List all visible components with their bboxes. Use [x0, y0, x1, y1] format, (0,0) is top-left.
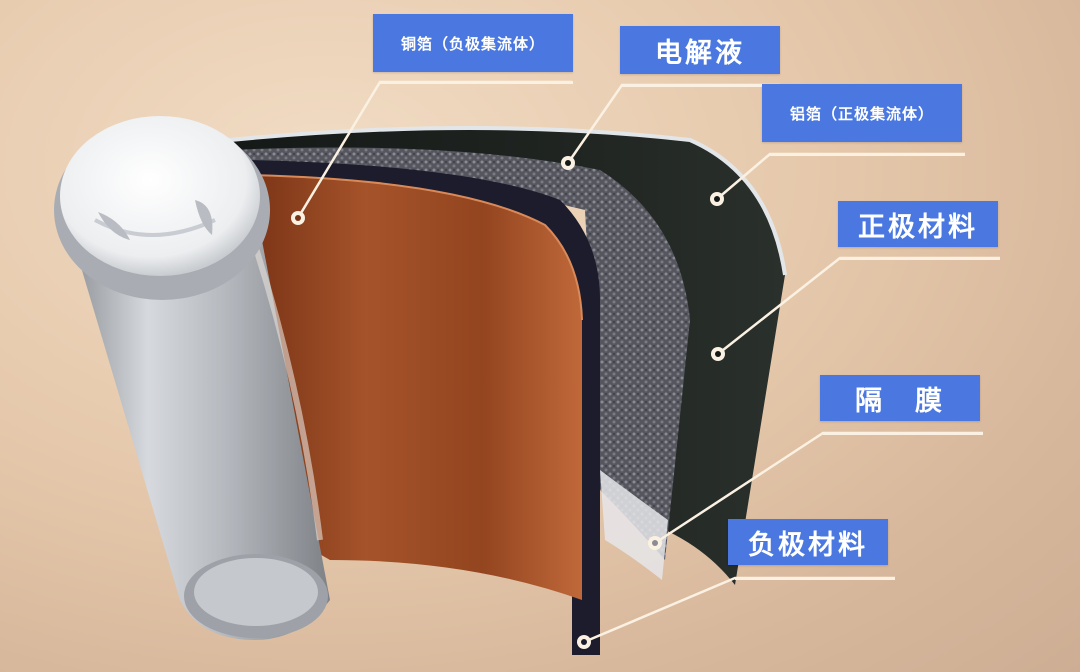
marker-separator — [648, 536, 662, 550]
marker-dots — [291, 156, 725, 649]
marker-cathode-material — [711, 347, 725, 361]
underline-electrolyte — [622, 84, 780, 87]
marker-copper-foil — [291, 211, 305, 225]
underline-aluminum-foil — [770, 153, 965, 156]
battery-can — [70, 229, 330, 640]
leader-anode-material — [583, 576, 895, 644]
copper-foil-sheet — [249, 174, 583, 600]
label-aluminum-foil: 铝箔（正极集流体） — [762, 84, 962, 142]
label-copper-foil: 铜箔（负极集流体） — [373, 14, 573, 72]
battery-cap — [54, 116, 270, 300]
marker-electrolyte — [561, 156, 575, 170]
label-electrolyte: 电解液 — [620, 26, 780, 74]
underline-copper-foil — [380, 81, 573, 84]
label-separator: 隔 膜 — [820, 375, 980, 421]
label-cathode-material: 正极材料 — [838, 201, 998, 247]
anode-strip — [250, 160, 600, 655]
underline-anode-material — [735, 577, 895, 580]
marker-anode-material — [577, 635, 591, 649]
label-anode-material: 负极材料 — [728, 519, 888, 565]
underline-separator — [823, 432, 983, 435]
marker-aluminum-foil — [710, 192, 724, 206]
underline-cathode-material — [840, 257, 1000, 260]
